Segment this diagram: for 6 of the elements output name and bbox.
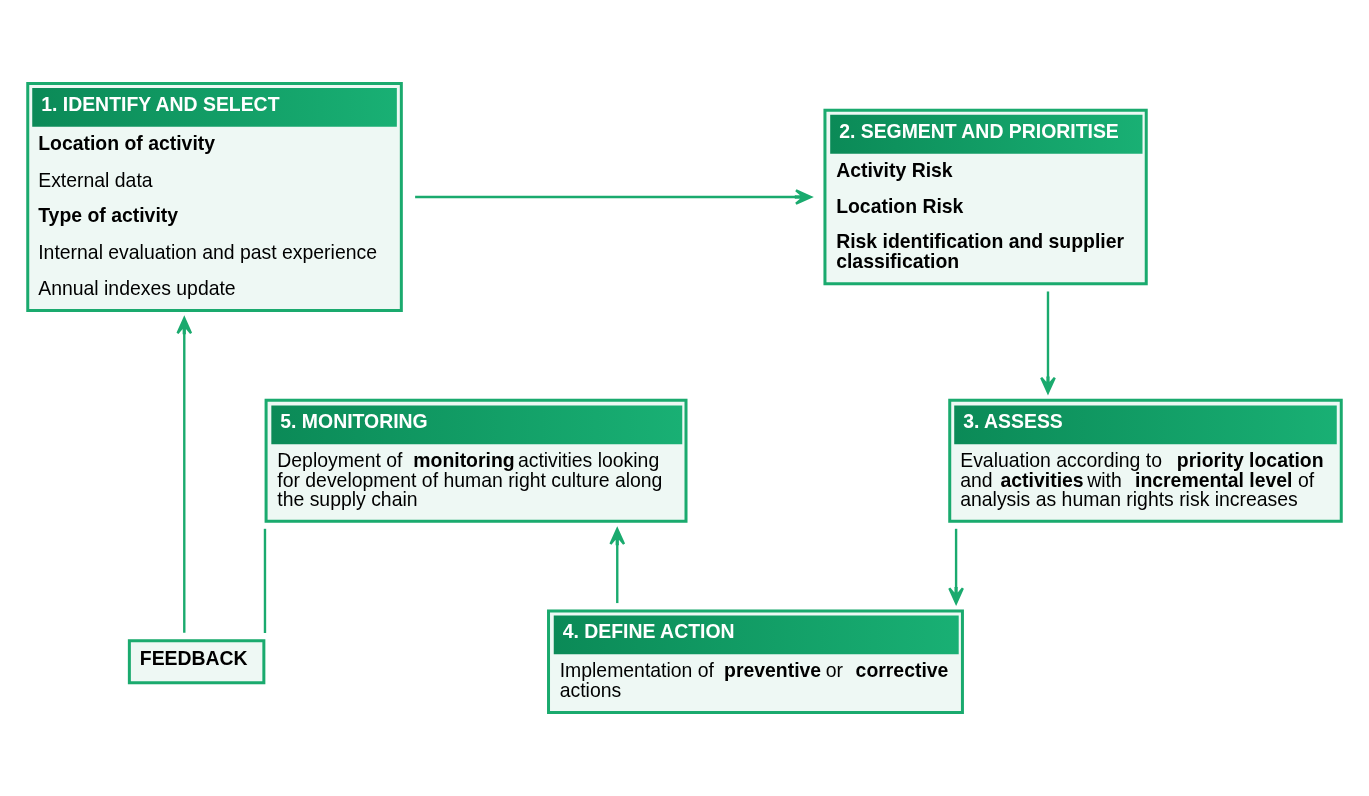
arrow [415,189,813,205]
arrow [176,316,193,633]
arrow [609,527,626,604]
connector [263,528,267,633]
arrow [948,528,964,605]
arrow [1040,291,1056,394]
